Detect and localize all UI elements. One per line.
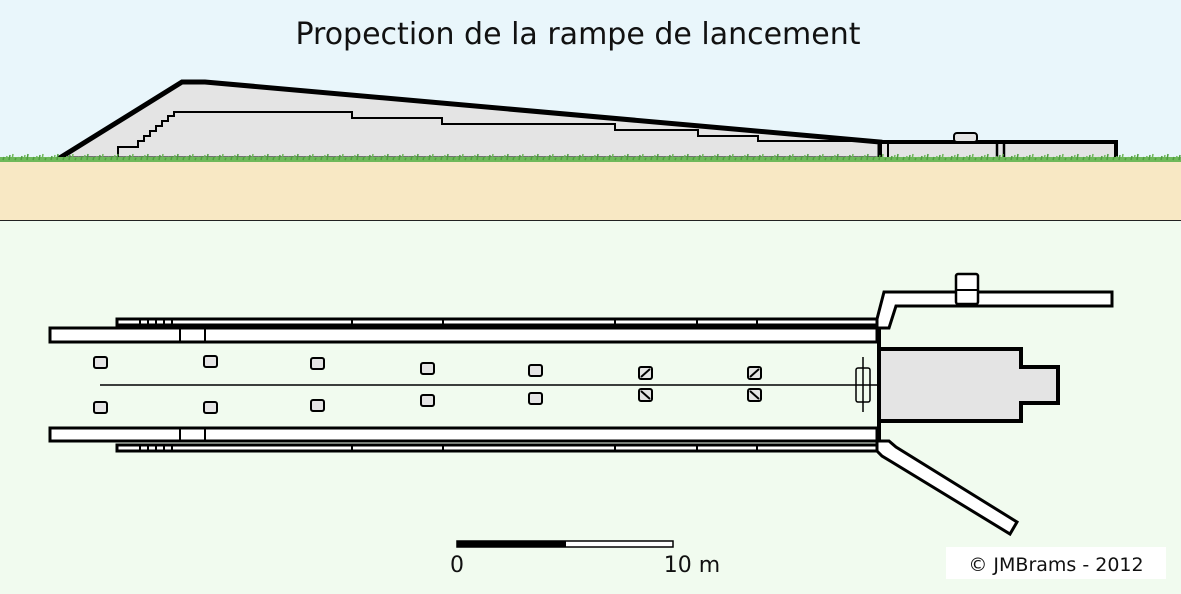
hatched-block	[638, 388, 653, 402]
copyright-box: © JMBrams - 2012	[946, 547, 1166, 579]
building-upper-wall	[875, 290, 1114, 330]
building-diagonal-wall	[875, 439, 1020, 537]
roof-vent-section	[953, 132, 978, 143]
hatched-block	[638, 366, 653, 380]
scale-bar-end-label: 10 m	[664, 553, 720, 578]
hatched-block	[747, 388, 762, 402]
support-block	[93, 401, 108, 414]
plan-view	[48, 272, 1114, 537]
support-block	[203, 401, 218, 414]
section-view: Propection de la rampe de lancement	[0, 0, 1181, 221]
inner-wall-bottom	[48, 426, 879, 443]
support-block	[420, 394, 435, 407]
launch-building-plan	[875, 272, 1114, 537]
outer-wall-top	[115, 317, 879, 327]
support-block	[310, 357, 325, 370]
outer-wall-bottom	[115, 443, 879, 453]
support-blocks	[93, 355, 543, 414]
grass-strip	[0, 153, 1181, 162]
hatched-block	[747, 366, 762, 380]
scale-bar-start-label: 0	[450, 553, 464, 578]
scale-bar: 0 10 m	[450, 540, 720, 578]
copyright-background	[946, 547, 1166, 579]
ramp-internal-steps	[117, 111, 880, 159]
support-block	[93, 356, 108, 369]
support-block	[310, 399, 325, 412]
support-block	[420, 362, 435, 375]
inner-wall-top	[48, 326, 879, 344]
support-block	[528, 392, 543, 405]
support-block	[528, 364, 543, 377]
page-title: Propection de la rampe de lancement	[295, 17, 860, 52]
hatched-support-blocks	[638, 366, 762, 402]
scale-bar-dark-segment	[457, 541, 566, 547]
rail-segment-joints	[139, 319, 758, 451]
steam-generator-room	[877, 347, 1060, 423]
copyright-text: © JMBrams - 2012	[968, 554, 1143, 576]
piston-cradle	[855, 357, 871, 412]
ground-area	[0, 160, 1181, 220]
support-block	[203, 355, 218, 368]
